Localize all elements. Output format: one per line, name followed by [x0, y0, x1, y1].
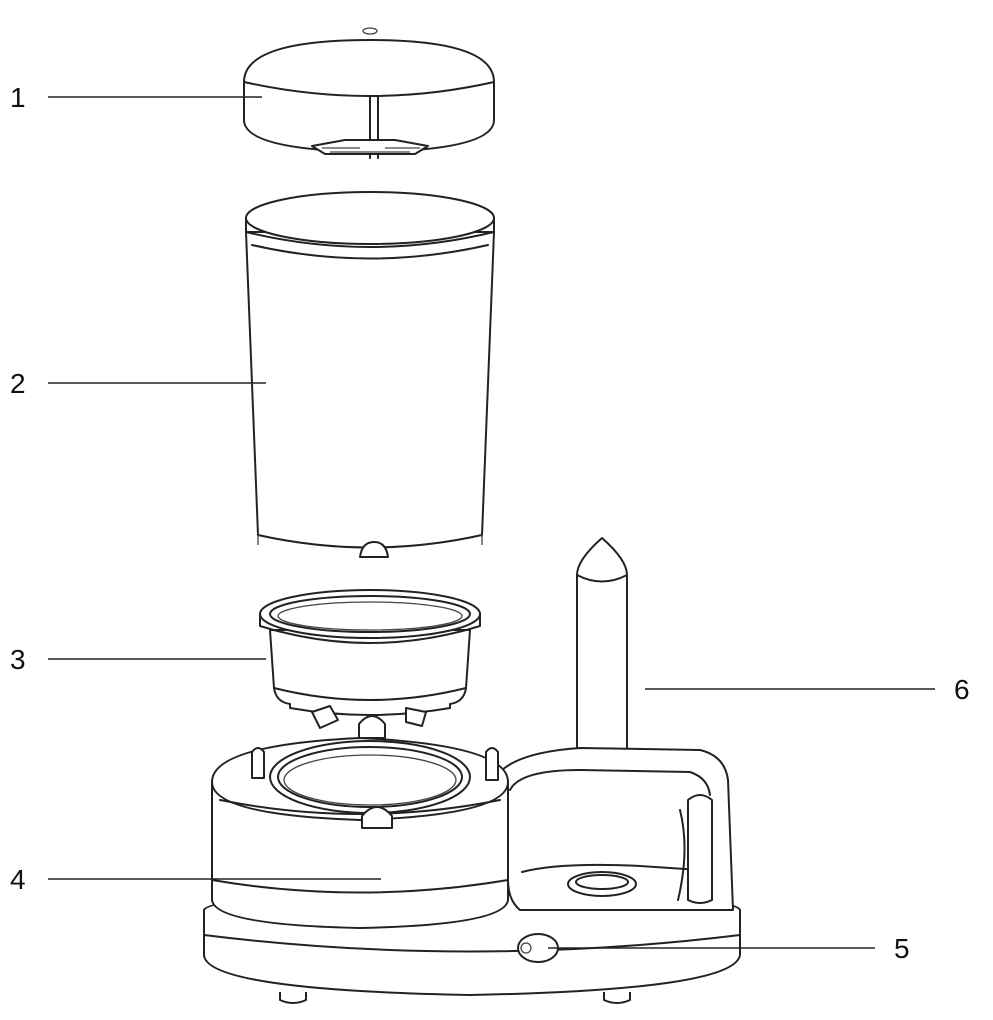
label-container: 2 [10, 368, 26, 399]
part-lid [243, 27, 495, 159]
callout-labels: 1 2 3 4 5 6 [10, 82, 970, 964]
leader-lines [48, 96, 935, 949]
part-container [245, 191, 495, 558]
label-base: 4 [10, 864, 26, 895]
label-lid: 1 [10, 82, 26, 113]
label-switch: 5 [894, 933, 910, 964]
part-egg-cup [259, 589, 481, 729]
label-egg-cup: 3 [10, 644, 26, 675]
label-sausage-tube: 6 [954, 674, 970, 705]
part-base [203, 715, 741, 1004]
